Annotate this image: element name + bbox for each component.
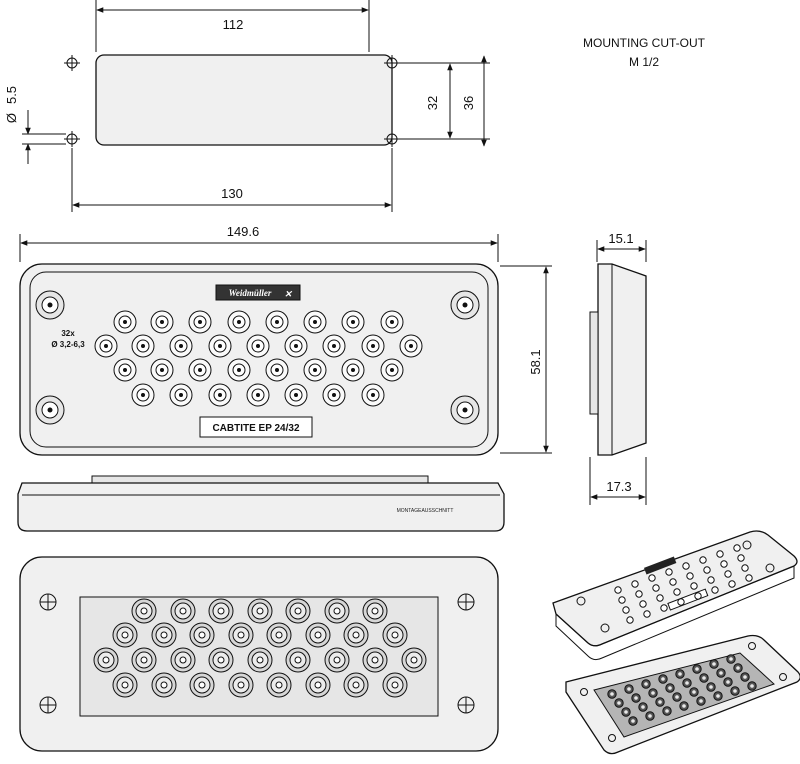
iso-rear-frame	[593, 652, 775, 738]
iso-hole	[711, 586, 719, 594]
title-line1: MOUNTING CUT-OUT	[583, 36, 706, 50]
iso-hole	[665, 568, 673, 576]
iso-hole	[690, 582, 698, 590]
iso-hole	[656, 594, 664, 602]
diameter-symbol: Ø	[4, 113, 19, 123]
hole-count-label: 32x	[61, 329, 75, 338]
iso-hole	[673, 588, 681, 596]
iso-hole	[733, 544, 741, 552]
iso-hole	[682, 562, 690, 570]
plate-corner-holes	[35, 290, 480, 425]
iso-hole	[643, 610, 651, 618]
rear-view	[19, 556, 499, 752]
plate-outline	[19, 263, 499, 456]
dim-hole-pitch: 130	[221, 186, 243, 201]
iso-hole	[631, 580, 639, 588]
bottom-elevation-view: MONTAGEAUSSCHNITT	[17, 475, 505, 532]
iso-hole	[720, 560, 728, 568]
iso-hole	[669, 578, 677, 586]
rear-grommet-grid	[93, 598, 427, 698]
iso-front-top-face	[552, 530, 798, 647]
brand-logo-text: Weidmüller	[229, 288, 272, 298]
product-label: CABTITE EP 24/32	[212, 423, 300, 434]
plate-inner-edge	[29, 271, 489, 448]
iso-front-grommets	[614, 544, 753, 624]
elevation-outline	[17, 482, 505, 532]
iso-hole	[728, 580, 736, 588]
brand-logo	[215, 284, 301, 301]
iso-hole	[618, 596, 626, 604]
iso-hole	[622, 606, 630, 614]
dim-overall-height: 58.1	[528, 349, 543, 374]
front-view: 149.6 58.1 Weidmüller ✕ 32x Ø 3,2-6,3 CA…	[19, 224, 552, 456]
iso-hole	[703, 566, 711, 574]
iso-hole	[639, 600, 647, 608]
iso-hole	[716, 550, 724, 558]
dim-overall-width: 149.6	[227, 224, 260, 239]
dim-depth-total: 17.3	[606, 479, 631, 494]
iso-hole	[677, 598, 685, 606]
product-label-box	[199, 416, 313, 438]
side-profile-outline	[597, 263, 647, 456]
iso-front-logo	[643, 556, 677, 575]
iso-hole	[626, 616, 634, 624]
iso-rear-grommets	[607, 654, 757, 726]
side-profile-view: 15.1 17.3	[589, 231, 647, 505]
front-grommet-grid	[94, 310, 423, 407]
iso-hole	[635, 590, 643, 598]
iso-hole	[686, 572, 694, 580]
iso-hole	[652, 584, 660, 592]
iso-hole	[724, 570, 732, 578]
isometric-rear-view	[565, 634, 800, 755]
iso-front-side-face	[555, 565, 795, 661]
iso-hole	[699, 556, 707, 564]
cutout-rectangle	[95, 54, 393, 146]
mounting-cutout-view: 112 130 32 36 5.5 Ø MOUNTING CUT-OUT M 1…	[4, 0, 706, 212]
title-line2: M 1/2	[629, 55, 659, 69]
iso-hole	[745, 574, 753, 582]
iso-hole	[707, 576, 715, 584]
hole-range-label: Ø 3,2-6,3	[51, 340, 85, 349]
iso-hole	[737, 554, 745, 562]
iso-hole	[741, 564, 749, 572]
side-marking: MONTAGEAUSSCHNITT	[397, 508, 454, 514]
dim-cutout-height-inner: 32	[425, 96, 440, 110]
dim-hole-diameter: 5.5	[4, 86, 19, 104]
iso-hole	[648, 574, 656, 582]
rear-corner-holes	[39, 593, 475, 714]
dim-depth-top: 15.1	[608, 231, 633, 246]
brand-logo-mark: ✕	[284, 289, 292, 299]
side-grommet-strip	[589, 311, 599, 415]
cutout-mounting-holes	[64, 55, 400, 147]
isometric-front-view	[552, 530, 798, 661]
dim-cutout-height-outer: 36	[461, 96, 476, 110]
iso-hole	[614, 586, 622, 594]
iso-hole	[694, 592, 702, 600]
iso-hole	[660, 604, 668, 612]
dim-cutout-width: 112	[223, 17, 244, 32]
